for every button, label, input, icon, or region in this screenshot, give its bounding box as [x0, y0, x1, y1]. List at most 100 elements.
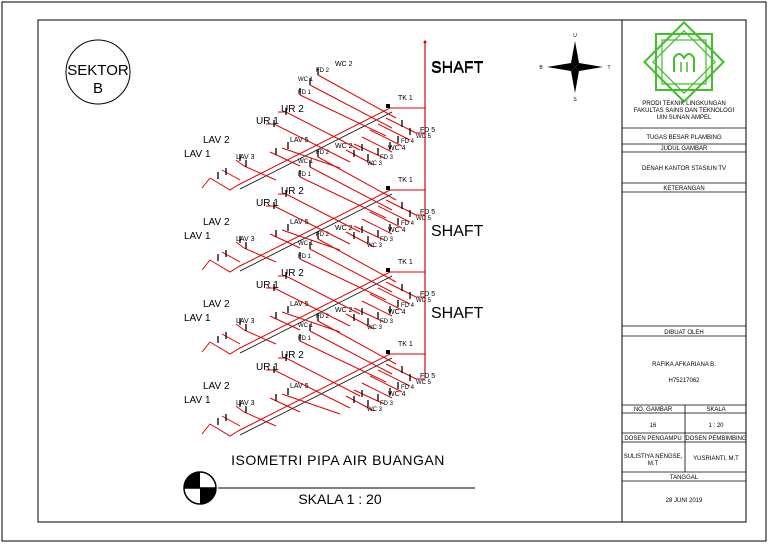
wc1-pipe [309, 84, 393, 129]
fd3-pipe [353, 389, 385, 405]
label-wc5: WC 5 [416, 298, 432, 304]
lav4-pipe [269, 315, 301, 331]
label-ur1: UR 1 [256, 280, 279, 291]
wc2-pipe [317, 320, 397, 365]
lav4-pipe [269, 151, 301, 167]
label-wc1: WC 1 [298, 241, 314, 247]
label-ur2: UR 2 [281, 268, 304, 279]
lav5-pipe [281, 229, 341, 251]
wc3-pipe [345, 313, 375, 330]
label-wc2: WC 2 [335, 307, 353, 314]
sector-line1: SEKTOR [67, 62, 129, 79]
lav1-drop [201, 177, 211, 189]
label-wc4: WC 4 [388, 145, 406, 152]
wc4-pipe [361, 136, 393, 153]
wc1-pipe [309, 166, 393, 211]
compass-n: U [573, 33, 577, 39]
drawing-title-header: JUDUL GAMBAR [661, 146, 708, 152]
cleanout-marker [386, 350, 390, 354]
label-wc4: WC 4 [388, 309, 406, 316]
fd4-pipe [369, 129, 403, 147]
lav2-pipe [221, 333, 241, 345]
lav1-pipe [209, 341, 239, 355]
label-wc4: WC 4 [388, 391, 406, 398]
author-name: RAFIKA AFKARIANA B. [652, 362, 716, 368]
wc4-pipe [361, 382, 393, 399]
label-lav1: LAV 1 [184, 231, 211, 242]
drawing-title-value: DENAH KANTOR STASIUN TV [642, 166, 726, 172]
label-fd3: FD 3 [380, 155, 394, 161]
label-lav2: LAV 2 [203, 299, 230, 310]
label-fd4: FD 4 [401, 221, 415, 227]
label-fd2: FD 2 [316, 68, 330, 74]
label-lav3: LAV 3 [236, 318, 255, 325]
wc5-pipe [377, 287, 411, 305]
compass-s: S [573, 97, 577, 103]
wc2-pipe [317, 238, 397, 283]
label-fd1: FD 1 [298, 254, 312, 260]
label-wc2: WC 2 [335, 61, 353, 68]
label-lav1: LAV 1 [184, 395, 211, 406]
label-fd5: FD 5 [420, 373, 435, 380]
date-value: 28 JUNI 2019 [666, 498, 703, 504]
lav3-pipe [235, 241, 277, 263]
lav2-pipe [221, 251, 241, 263]
lav4-pipe [269, 233, 301, 249]
scale-header: SKALA [706, 407, 725, 413]
fd5-pipe [385, 199, 425, 216]
supervisor-header: DOSEN PEMBIMBING [685, 436, 747, 442]
scale-label: SKALA 1 : 20 [298, 491, 381, 507]
label-ur2: UR 2 [281, 104, 304, 115]
examiner-name-2: M.T [648, 461, 659, 467]
shaft-label: SHAFT [431, 60, 484, 77]
title-block: PRODI TEKNIK LINGKUNGAN FAKULTAS SAINS D… [621, 20, 747, 522]
fd4-pipe [369, 211, 403, 229]
author-id: H75217062 [668, 378, 700, 384]
label-lav1: LAV 1 [184, 149, 211, 160]
cleanout-marker [386, 104, 390, 108]
lav5-pipe [281, 393, 341, 415]
lav3-pipe [235, 323, 277, 345]
wc2-pipe [317, 74, 397, 119]
label-lav3: LAV 3 [236, 154, 255, 161]
fd4-pipe [369, 293, 403, 311]
label-wc2: WC 2 [335, 225, 353, 232]
label-tk1: TK 1 [398, 177, 413, 184]
label-lav2: LAV 2 [203, 135, 230, 146]
examiner-name-1: SULISTIYA NENGSE, [624, 454, 683, 460]
wc2-pipe [317, 156, 397, 201]
wc5-pipe [377, 123, 411, 141]
branch-outline [239, 111, 393, 190]
branch-outline [239, 357, 393, 436]
label-wc1: WC 1 [298, 159, 314, 165]
sector-label: SEKTOR B [65, 39, 131, 105]
label-fd5: FD 5 [420, 291, 435, 298]
label-lav5: LAV 5 [290, 137, 309, 144]
label-ur1: UR 1 [256, 198, 279, 209]
fd1-pipe [299, 94, 387, 137]
shaft-label: SHAFT [431, 223, 484, 240]
label-wc4: WC 4 [388, 227, 406, 234]
label-wc3: WC 3 [367, 161, 383, 167]
wc1-pipe [309, 248, 393, 293]
label-lav3: LAV 3 [236, 400, 255, 407]
branch-outline [239, 193, 393, 272]
label-lav2: LAV 2 [203, 381, 230, 392]
label-tk1: TK 1 [398, 341, 413, 348]
fd3-pipe [353, 225, 385, 241]
label-fd5: FD 5 [420, 127, 435, 134]
fd5-pipe [385, 281, 425, 298]
wc4-pipe [361, 300, 393, 317]
wc3-pipe [345, 149, 375, 166]
author-header: DIBUAT OLEH [664, 330, 703, 336]
label-wc5: WC 5 [416, 134, 432, 140]
label-wc3: WC 3 [367, 325, 383, 331]
label-fd2: FD 2 [316, 314, 330, 320]
label-fd5: FD 5 [420, 209, 435, 216]
compass-w: B [539, 65, 543, 71]
lav4-pipe [269, 397, 301, 413]
compass-e: T [607, 65, 610, 71]
